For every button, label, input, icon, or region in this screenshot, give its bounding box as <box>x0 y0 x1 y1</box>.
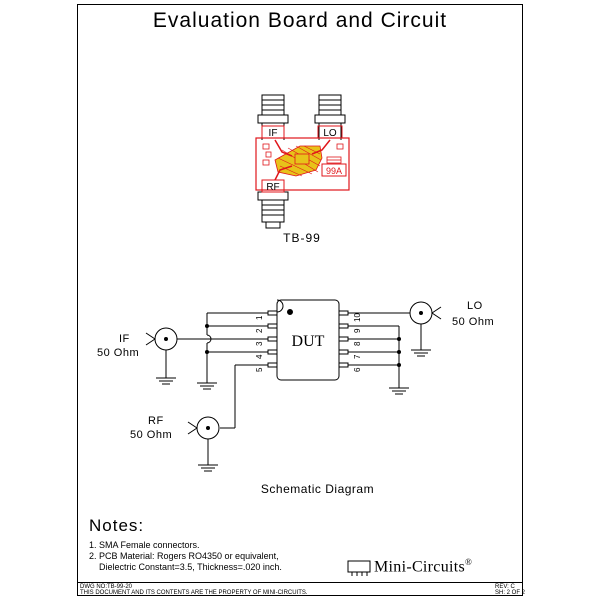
if-port-box <box>261 125 285 139</box>
footer-divider <box>77 582 523 583</box>
pin-label: 10 <box>353 313 362 322</box>
logo-wordmark: Mini-Circuits® <box>374 557 473 576</box>
ground-symbol-right-pins <box>389 387 409 395</box>
note-item: Dielectric Constant=3.5, Thickness=.020 … <box>89 562 282 572</box>
pin-label: 2 <box>255 328 264 333</box>
junction-dots <box>205 324 401 367</box>
pin-label: 9 <box>353 328 362 333</box>
pin-label: 1 <box>255 315 264 320</box>
left-wiring <box>180 312 268 429</box>
dut-pins-right <box>338 310 349 368</box>
company-logo: Mini-Circuits® <box>345 557 472 576</box>
rf-port-symbol <box>187 416 220 472</box>
if-impedance-label: 50 Ohm <box>97 347 140 359</box>
page-title: Evaluation Board and Circuit <box>152 9 448 32</box>
ground-symbol-left-pins <box>197 382 217 390</box>
notes-list: 1. SMA Female connectors. 2. PCB Materia… <box>89 540 282 573</box>
board-rf-label: RF <box>266 182 279 193</box>
schematic-diagram <box>145 299 442 472</box>
footer-right: REV: C SH: 2 OF 2 <box>495 584 525 596</box>
lo-port-label: LO <box>467 300 483 312</box>
dut-pins-left <box>267 310 278 368</box>
pin-label: 5 <box>255 367 264 372</box>
dut-label: DUT <box>292 333 325 350</box>
notes-heading: Notes: <box>89 516 145 535</box>
rf-port-label: RF <box>148 415 164 427</box>
drawing-number: DWG NO:TB-99-20 <box>80 584 133 590</box>
footer-left: DWG NO:TB-99-20 THIS DOCUMENT AND ITS CO… <box>80 584 308 596</box>
logo-chip-icon <box>347 560 371 576</box>
pin-label: 8 <box>353 341 362 346</box>
lo-impedance-label: 50 Ohm <box>452 316 495 328</box>
sma-connector-rf <box>257 191 289 229</box>
board-name-label: TB-99 <box>283 231 321 245</box>
rf-impedance-label: 50 Ohm <box>130 429 173 441</box>
page-border <box>77 4 523 596</box>
pin-label: 7 <box>353 354 362 359</box>
revision: REV: C <box>495 584 515 590</box>
schematic-caption: Schematic Diagram <box>260 482 375 496</box>
pin-number-labels: 1 2 3 4 5 10 9 8 7 6 <box>255 313 362 372</box>
pcb-copper-area <box>274 139 331 181</box>
rf-port-box <box>261 179 285 193</box>
evaluation-board-drawing <box>255 94 350 229</box>
lo-port-box <box>317 125 343 139</box>
sma-connector-lo <box>314 94 346 140</box>
property-notice: THIS DOCUMENT AND ITS CONTENTS ARE THE P… <box>80 590 308 596</box>
board-part-marking: 99A <box>326 166 342 176</box>
pin-label: 6 <box>353 367 362 372</box>
pcb-pads <box>262 143 344 166</box>
part-marking-box <box>321 163 347 177</box>
if-port-label: IF <box>119 333 130 345</box>
if-port-symbol <box>145 327 180 385</box>
sheet-number: SH: 2 OF 2 <box>495 590 526 596</box>
right-wiring <box>348 312 410 388</box>
board-if-label: IF <box>269 128 278 139</box>
note-item: 1. SMA Female connectors. <box>89 540 200 550</box>
pcb-outline <box>255 137 350 191</box>
pin-label: 3 <box>255 341 264 346</box>
board-lo-label: LO <box>323 128 337 139</box>
pin-label: 4 <box>255 354 264 359</box>
lo-port-symbol <box>409 301 442 357</box>
note-item: 2. PCB Material: Rogers RO4350 or equiva… <box>89 551 279 561</box>
